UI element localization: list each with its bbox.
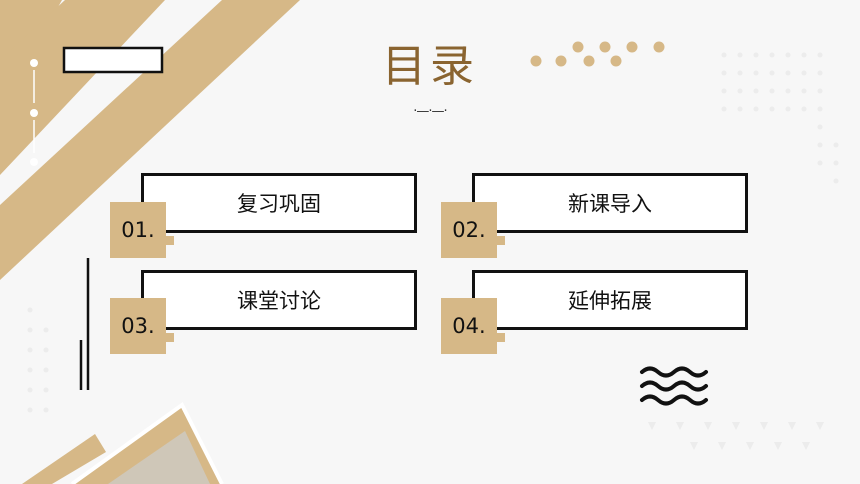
gold-dot-cluster (530, 41, 665, 67)
number-badge: 02. (441, 202, 497, 258)
menu-item-label: 延伸拓展 (568, 289, 652, 313)
menu-item-02[interactable]: 新课导入 (472, 173, 748, 233)
number-badge: 04. (441, 298, 497, 354)
outlined-banner-shape (62, 46, 164, 74)
page-title: 目录 (382, 41, 478, 92)
menu-item-01[interactable]: 复习巩固 (141, 173, 417, 233)
wave-lines (640, 366, 708, 406)
number-badge: 03. (110, 298, 166, 354)
bottom-band-small (22, 434, 106, 484)
title-divider: ·—·—· (413, 104, 447, 119)
menu-item-04[interactable]: 延伸拓展 (472, 270, 748, 330)
bottom-triangle-gray (108, 431, 210, 484)
diagonal-band-1 (0, 0, 300, 280)
menu-item-label: 新课导入 (568, 192, 652, 216)
menu-item-label: 课堂讨论 (237, 289, 321, 313)
menu-item-03[interactable]: 课堂讨论 (141, 270, 417, 330)
menu-item-label: 复习巩固 (237, 192, 321, 216)
diagonal-band-2 (0, 0, 165, 175)
number-badge: 01. (110, 202, 166, 258)
faint-dot-grid (27, 52, 839, 450)
